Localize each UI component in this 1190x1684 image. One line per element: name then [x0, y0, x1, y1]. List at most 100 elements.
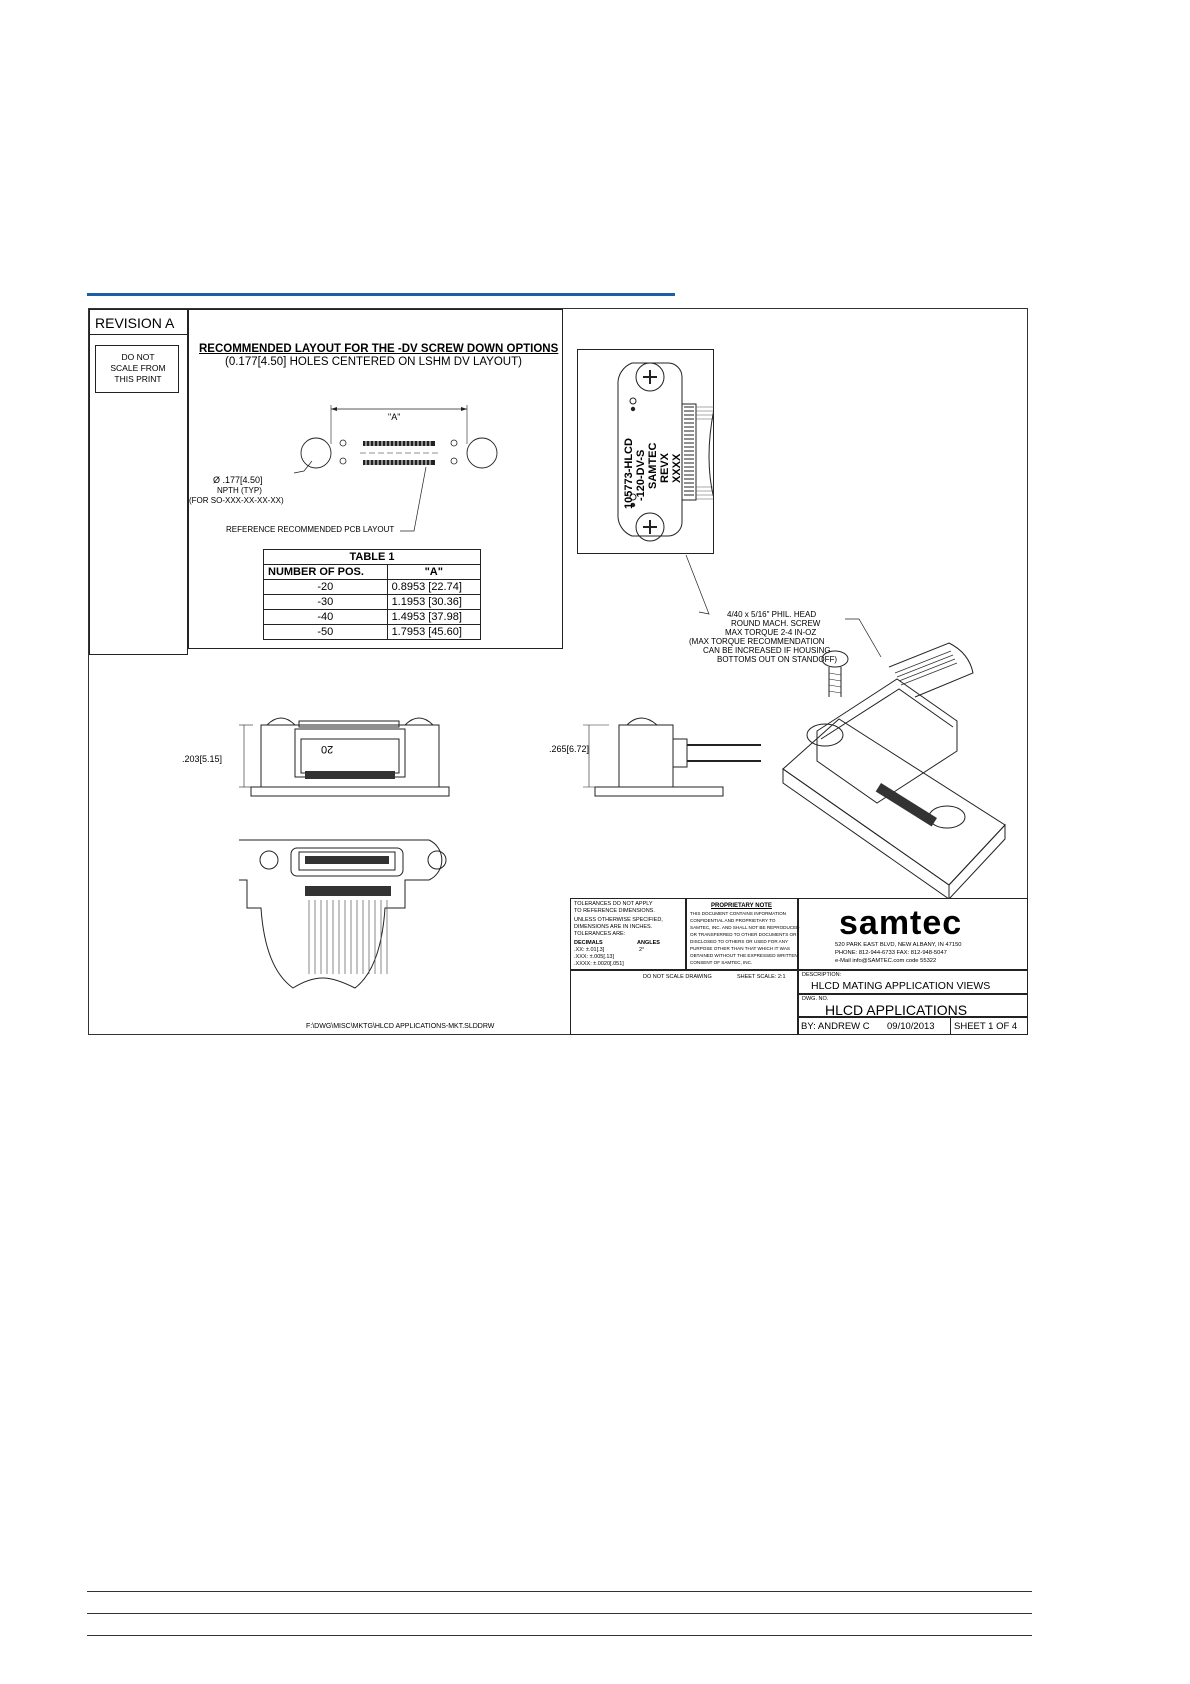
decimal-tolerance: .XXXX: ±.0020[.051] — [574, 961, 624, 967]
description-cell: DESCRIPTION: HLCD MATING APPLICATION VIE… — [798, 970, 1028, 994]
table-cell: -40 — [263, 609, 388, 625]
layout-subtitle: (0.177[4.50] HOLES CENTERED ON LSHM DV L… — [225, 356, 522, 368]
layout-panel: RECOMMENDED LAYOUT FOR THE -DV SCREW DOW… — [188, 309, 563, 649]
drawing-date: 09/10/2013 — [887, 1021, 935, 1032]
header-accent-rule — [87, 293, 675, 296]
stamp-line-2: SCALE FROM — [110, 363, 166, 373]
top-view-drawing — [617, 362, 714, 542]
table-header-a: "A" — [386, 564, 482, 580]
screw-note-line: BOTTOMS OUT ON STANDOFF) — [717, 655, 837, 664]
screw-note-line: ROUND MACH. SCREW — [731, 619, 821, 628]
proprietary-line: CONFIDENTIAL AND PROPRIETARY TO — [690, 918, 776, 923]
isometric-view — [782, 642, 1006, 899]
company-cell: samtec 520 PARK EAST BLVD, NEW ALBANY, I… — [798, 898, 1028, 970]
sheet-divider — [950, 1017, 951, 1035]
hole-note-3: (FOR SO-XXX-XX-XX-XX) — [189, 496, 284, 505]
table-cell: -20 — [263, 579, 388, 595]
table-cell: 1.1953 [30.36] — [386, 594, 482, 610]
address-line: 520 PARK EAST BLVD, NEW ALBANY, IN 47150 — [835, 942, 962, 948]
stamp-line-3: THIS PRINT — [114, 374, 162, 384]
proprietary-line: PURPOSE OTHER THAN THAT WHICH IT WAS — [690, 946, 790, 951]
dim-right-height: .265[6.72] — [549, 744, 590, 754]
proprietary-line: THIS DOCUMENT CONTAINS INFORMATION — [690, 911, 786, 916]
screw-note-line: MAX TORQUE 2-4 IN-OZ — [725, 628, 817, 637]
proprietary-line: OR TRANSFERRED TO OTHER DOCUMENTS OR — [690, 932, 797, 937]
layout-title: RECOMMENDED LAYOUT FOR THE -DV SCREW DOW… — [199, 343, 559, 355]
stamp-line-1: DO NOT — [121, 352, 155, 362]
description-text: HLCD MATING APPLICATION VIEWS — [811, 980, 991, 992]
table-cell: -50 — [263, 624, 388, 640]
angle-tolerance: 2° — [639, 947, 645, 953]
proprietary-line: OBTAINED WITHOUT THE EXPRESSED WRITTEN — [690, 953, 798, 958]
tolerance-line: UNLESS OTHERWISE SPECIFIED, — [574, 917, 663, 923]
sheet-scale: SHEET SCALE: 2:1 — [737, 974, 786, 980]
samtec-logo: samtec — [839, 904, 963, 942]
revision-column — [89, 335, 188, 655]
tolerance-line: DIMENSIONS ARE IN INCHES. — [574, 924, 653, 930]
dwg-cell: DWG. NO. HLCD APPLICATIONS — [798, 994, 1028, 1017]
drawing-sheet: REVISION A DO NOT SCALE FROM THIS PRINT … — [88, 308, 1028, 1035]
table-cell: 1.4953 [37.98] — [386, 609, 482, 625]
revision-cell: REVISION A — [89, 309, 188, 335]
description-label: DESCRIPTION: — [802, 972, 842, 978]
label-line-5: XXXX — [671, 453, 683, 483]
part-marking: 20 — [321, 743, 334, 755]
label-line-4: REVX — [659, 453, 671, 483]
file-path: F:\DWG\MISC\MKTG\HLCD APPLICATIONS-MKT.S… — [306, 1023, 495, 1030]
tolerance-line: TO REFERENCE DIMENSIONS. — [574, 908, 655, 914]
bottom-view — [239, 839, 447, 989]
table-title: TABLE 1 — [263, 549, 481, 565]
scale-cell: DO NOT SCALE DRAWING SHEET SCALE: 2:1 — [570, 970, 798, 1035]
dim-left-height: .203[5.15] — [182, 754, 223, 764]
phone-line: PHONE: 812-944-6733 FAX: 812-948-5047 — [835, 950, 947, 956]
dwg-label: DWG. NO. — [802, 996, 829, 1002]
label-line-2: -120-DV-S — [635, 449, 647, 501]
dwg-number: HLCD APPLICATIONS — [825, 1002, 968, 1018]
pcb-layout-drawing — [293, 405, 498, 532]
decimal-tolerance: .XX: ±.01[.3] — [574, 947, 605, 953]
screw-note-line: (MAX TORQUE RECOMMENDATION — [689, 637, 825, 646]
top-view-frame — [577, 349, 714, 554]
table-cell: -30 — [263, 594, 388, 610]
footer-rule-1 — [87, 1591, 1032, 1592]
hole-note-2: NPTH (TYP) — [217, 486, 262, 495]
revision-label: REVISION A — [95, 315, 175, 331]
sheet-number: SHEET 1 OF 4 — [954, 1021, 1018, 1032]
proprietary-title: PROPRIETARY NOTE — [711, 903, 772, 909]
table-cell: 1.7953 [45.60] — [386, 624, 482, 640]
proprietary-line: SAMTEC, INC. AND SHALL NOT BE REPRODUCED — [690, 925, 800, 930]
footer-rule-3 — [87, 1635, 1032, 1636]
label-line-1: 105773-HLCD — [623, 438, 635, 509]
table-header-pos: NUMBER OF POS. — [263, 564, 388, 580]
proprietary-cell: PROPRIETARY NOTE THIS DOCUMENT CONTAINS … — [686, 898, 800, 970]
footer-rule-2 — [87, 1613, 1032, 1614]
do-not-scale-stamp: DO NOT SCALE FROM THIS PRINT — [95, 345, 179, 393]
table-cell: 0.8953 [22.74] — [386, 579, 482, 595]
pcb-layout-note: REFERENCE RECOMMENDED PCB LAYOUT — [226, 525, 395, 534]
screw-leader-lines — [685, 554, 882, 658]
decimals-label: DECIMALS — [574, 940, 603, 946]
tolerance-cell: TOLERANCES DO NOT APPLY TO REFERENCE DIM… — [570, 898, 686, 970]
side-view-left — [239, 717, 450, 797]
proprietary-line: DISCLOSED TO OTHERS OR USED FOR ANY — [690, 939, 789, 944]
drawn-by: BY: ANDREW C — [801, 1021, 870, 1032]
angles-label: ANGLES — [637, 940, 660, 946]
tolerance-line: TOLERANCES ARE: — [574, 931, 626, 937]
screw-note-line: 4/40 x 5/16" PHIL. HEAD — [727, 610, 817, 619]
hole-note-1: Ø .177[4.50] — [213, 475, 263, 485]
sign-off-cell: BY: ANDREW C 09/10/2013 SHEET 1 OF 4 — [798, 1017, 1028, 1035]
decimal-tolerance: .XXX: ±.005[.13] — [574, 954, 615, 960]
side-view-right — [583, 717, 761, 797]
screw-note-line: CAN BE INCREASED IF HOUSING — [703, 646, 831, 655]
label-line-3: SAMTEC — [647, 442, 659, 489]
proprietary-line: CONSENT OF SAMTEC, INC. — [690, 960, 753, 965]
dim-a-label: "A" — [388, 412, 401, 422]
label-marking: 105773-HLCD -120-DV-S SAMTEC REVX XXXX — [623, 369, 684, 509]
email-line: e-Mail info@SAMTEC.com code 55322 — [835, 958, 937, 964]
tolerance-line: TOLERANCES DO NOT APPLY — [574, 901, 653, 907]
